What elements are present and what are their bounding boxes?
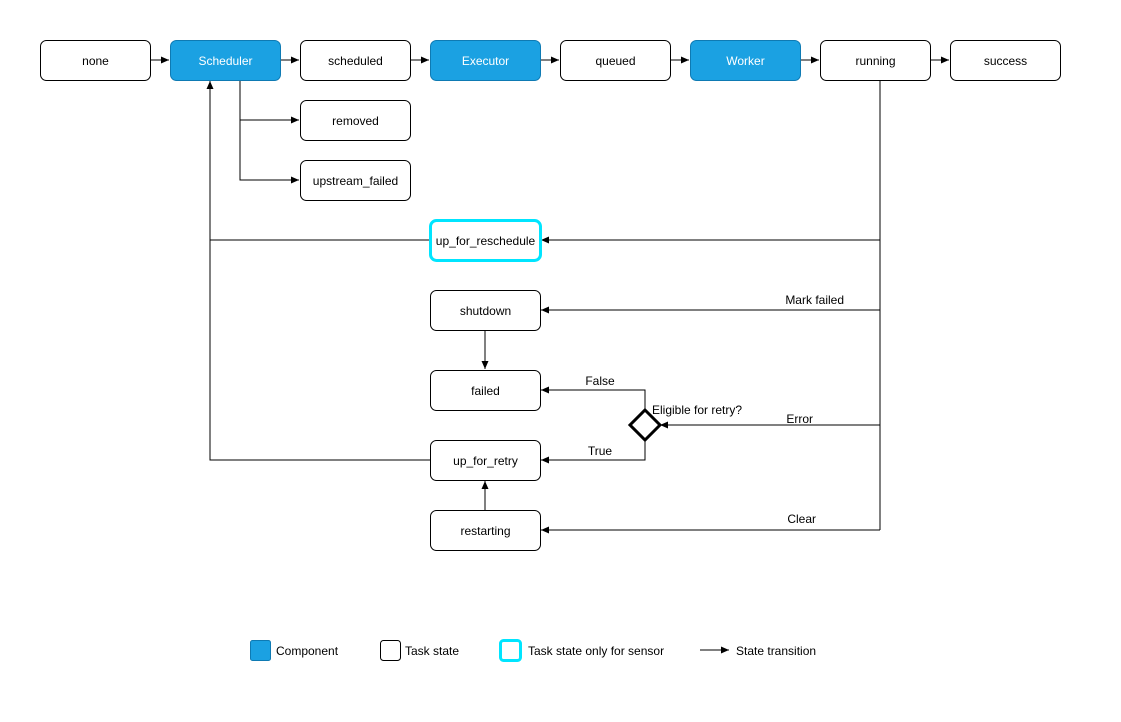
component-scheduler: Scheduler [170,40,281,81]
state-up-for-reschedule: up_for_reschedule [429,219,542,262]
state-success-label: success [984,54,1027,68]
legend-sensor-state-label: Task state only for sensor [528,644,664,658]
component-worker: Worker [690,40,801,81]
label-error: Error [786,412,813,426]
label-true: True [588,444,613,458]
state-running-label: running [855,54,895,68]
edge-decision-retry [541,440,646,464]
edge-decision-failed [541,386,646,410]
state-queued-label: queued [595,54,635,68]
label-clear: Clear [787,512,816,526]
decision-eligible-for-retry: Eligible for retry? [627,403,742,443]
edges [150,56,949,534]
decision-label: Eligible for retry? [652,403,742,417]
edge-retry-scheduler [206,81,430,461]
legend-sensor-state: Task state only for sensor [499,639,664,662]
legend-task-state-label: Task state [405,644,459,658]
component-executor-label: Executor [462,54,509,68]
nodes: none Scheduler scheduled Executor queued… [40,40,1061,551]
state-removed-label: removed [332,114,379,128]
edge-scheduler-removed [239,80,299,124]
legend-component: Component [250,640,339,661]
component-worker-label: Worker [726,54,764,68]
state-failed: failed [430,370,541,411]
state-up-for-retry: up_for_retry [430,440,541,481]
label-mark-failed: Mark failed [785,293,844,307]
legend-transition-label: State transition [736,644,816,658]
state-none: none [40,40,151,81]
legend-transition: State transition [700,644,816,658]
component-scheduler-label: Scheduler [198,54,252,68]
state-up-for-retry-label: up_for_retry [453,454,518,468]
state-up-for-reschedule-label: up_for_reschedule [436,234,536,248]
state-running: running [820,40,931,81]
state-restarting-label: restarting [460,524,510,538]
state-shutdown: shutdown [430,290,541,331]
state-upstream-failed: upstream_failed [300,160,411,201]
label-false: False [585,374,615,388]
legend: Component Task state Task state only for… [250,639,816,662]
legend-component-label: Component [276,644,339,658]
state-removed: removed [300,100,411,141]
state-success: success [950,40,1061,81]
state-scheduled: scheduled [300,40,411,81]
state-failed-label: failed [471,384,500,398]
edge-scheduler-upstream-failed [239,120,299,184]
legend-task-state: Task state [380,640,459,661]
component-executor: Executor [430,40,541,81]
state-shutdown-label: shutdown [460,304,511,318]
state-upstream-failed-label: upstream_failed [313,174,398,188]
state-none-label: none [82,54,109,68]
state-queued: queued [560,40,671,81]
state-restarting: restarting [430,510,541,551]
edge-labels: Mark failed Error False True Clear [585,293,844,526]
state-scheduled-label: scheduled [328,54,383,68]
